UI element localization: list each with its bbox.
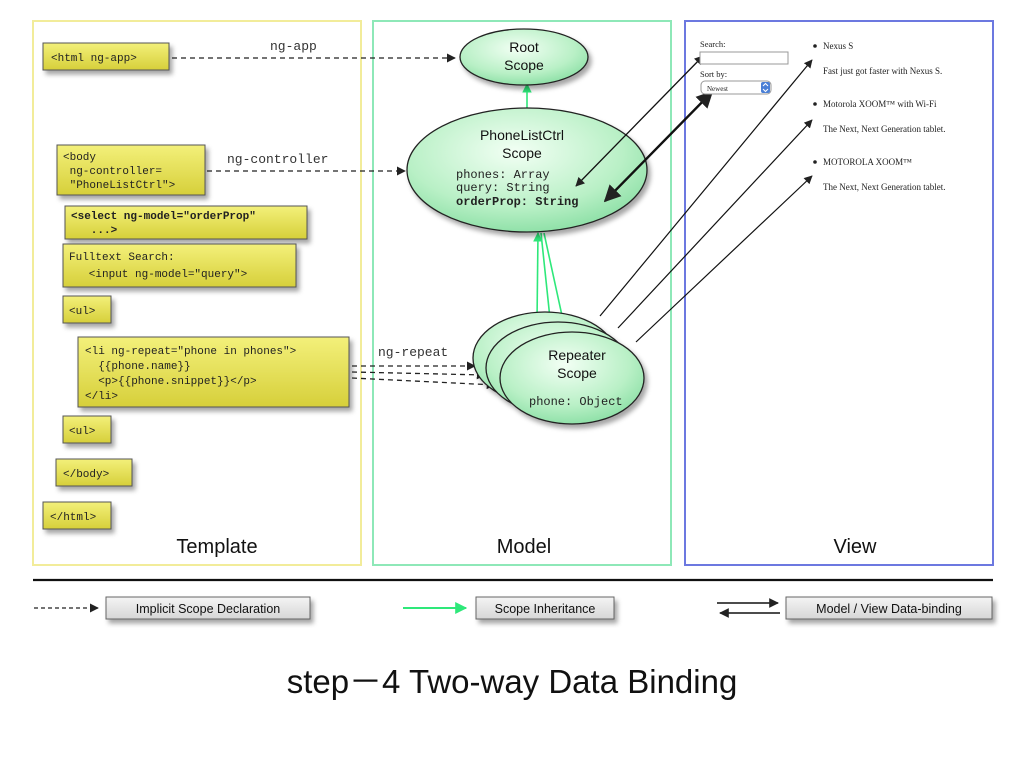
repeater-scope-title-1: Repeater [548, 347, 606, 363]
ul-close-box [62, 415, 112, 444]
ul-open-box [62, 295, 112, 324]
template-label: Template [176, 536, 257, 558]
sort-label: Sort by: [700, 69, 727, 79]
bullet-icon [813, 44, 817, 48]
phone-snippet-1: Fast just got faster with Nexus S. [823, 66, 942, 76]
repeater-scope-front [499, 331, 645, 425]
data-binding-arrows [575, 55, 813, 343]
chevron-updown-icon [762, 82, 769, 93]
nexus-s-binding [599, 59, 813, 317]
model-panel [372, 20, 672, 566]
root-scope-title-2: Scope [504, 57, 544, 73]
search-tag-line-2: <input ng-model="query"> [69, 269, 247, 281]
search-tag-box [62, 243, 297, 288]
select-tag-line-1: <select ng-model="orderProp" [71, 211, 256, 223]
li-tag-line-2: {{phone.name}} [85, 361, 191, 373]
view-panel [684, 20, 994, 566]
ctrl-scope-prop-orderprop: orderProp: String [456, 195, 578, 209]
legend-binding-box [785, 596, 993, 620]
sort-select-stepper[interactable] [761, 82, 770, 93]
li-tag-line-3: <p>{{phone.snippet}}</p> [85, 376, 257, 388]
ng-repeat-label: ng-repeat [378, 345, 448, 360]
li-tag-line-4: </li> [85, 391, 118, 403]
bullet-icon [813, 160, 817, 164]
select-tag-line-2: ...> [71, 225, 118, 237]
template-code-boxes [42, 42, 350, 530]
legend-binding-label: Model / View Data-binding [816, 602, 962, 616]
li-tag-line-1: <li ng-repeat="phone in phones"> [85, 346, 296, 358]
search-input[interactable] [699, 51, 789, 65]
body-tag-line-1: <body [63, 152, 96, 164]
model-label: Model [497, 536, 551, 558]
implicit-scope-arrows [172, 53, 496, 390]
legend-implicit-label: Implicit Scope Declaration [136, 602, 281, 616]
ctrl-scope-title-2: Scope [502, 145, 542, 161]
sort-select[interactable] [700, 80, 772, 95]
ul-open-text: <ul> [69, 306, 95, 318]
legend-implicit-box [105, 596, 311, 620]
phone-name-3: MOTOROLA XOOM™ [823, 157, 912, 167]
legend-inheritance-box [475, 596, 615, 620]
angular-scope-diagram: Template Model View <html ng-app> <body … [32, 20, 994, 620]
sort-select-value: Newest [707, 85, 728, 93]
scope-ellipses [406, 28, 648, 425]
body-tag-line-3: "PhoneListCtrl"> [63, 180, 175, 192]
root-scope-title-1: Root [509, 39, 539, 55]
xoom-binding [635, 175, 813, 343]
select-tag-box [64, 205, 308, 240]
html-close-box [42, 501, 112, 530]
phone-snippet-3: The Next, Next Generation tablet. [823, 182, 945, 192]
template-panel [32, 20, 362, 566]
legend-inheritance-label: Scope Inheritance [495, 602, 596, 616]
orderprop-binding-arrow [603, 90, 714, 203]
repeater-to-ctrl-arrow-1 [533, 232, 543, 323]
html-tag-text: <html ng-app> [51, 53, 137, 65]
ul-close-text: <ul> [69, 426, 95, 438]
body-tag-line-2: ng-controller= [63, 166, 162, 178]
slide-caption: step－4 Two-way Data Binding [286, 663, 738, 700]
body-close-box [55, 458, 133, 487]
phone-name-2: Motorola XOOM™ with Wi-Fi [823, 99, 937, 109]
xoom-wifi-binding [617, 119, 813, 329]
view-label: View [834, 536, 878, 558]
search-label: Search: [700, 39, 726, 49]
html-close-text: </html> [50, 512, 96, 524]
ng-repeat-arrow-2 [351, 370, 486, 380]
body-tag-box [56, 144, 206, 196]
ctrl-scope-prop-phones: phones: Array [456, 168, 550, 182]
ctrl-scope-prop-query: query: String [456, 181, 550, 195]
repeater-scope-title-2: Scope [557, 365, 597, 381]
ctrl-scope-title-1: PhoneListCtrl [480, 127, 564, 143]
search-tag-line-1: Fulltext Search: [69, 252, 175, 264]
repeater-scope-prop: phone: Object [529, 395, 623, 409]
bullet-icon [813, 102, 817, 106]
phone-name-1: Nexus S [823, 41, 853, 51]
phone-snippet-2: The Next, Next Generation tablet. [823, 124, 945, 134]
ng-app-label: ng-app [270, 39, 317, 54]
li-tag-box [77, 336, 350, 408]
ng-repeat-arrow-3 [351, 377, 496, 390]
ng-controller-label: ng-controller [227, 152, 328, 167]
body-close-text: </body> [63, 469, 109, 481]
html-tag-box [42, 42, 170, 71]
